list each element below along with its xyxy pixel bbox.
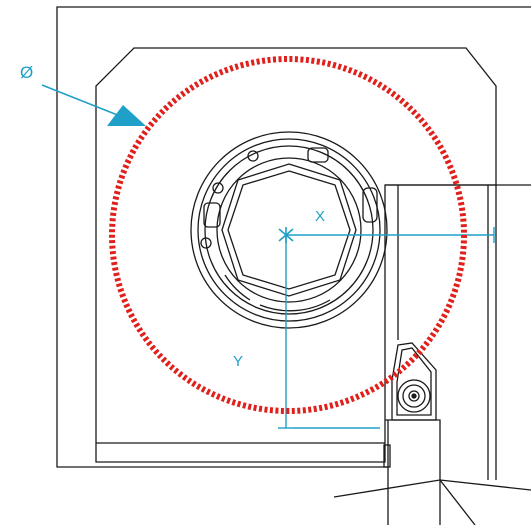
tool-holder-lower — [385, 419, 441, 470]
chuck-hole-3 — [247, 150, 259, 162]
chuck-slot-1 — [203, 202, 221, 228]
chuck-arc-2 — [259, 299, 331, 312]
x-axis-label: X — [315, 208, 325, 225]
diameter-arrowhead — [107, 105, 146, 126]
chuck-ring-3 — [204, 145, 374, 315]
chuck-assembly — [190, 131, 388, 329]
machine-frame — [56, 6, 531, 468]
chuck-arc-1 — [224, 274, 251, 301]
tool-holder-angled-edge-2 — [439, 479, 476, 526]
dimension-lines — [278, 227, 495, 429]
tool-clamp-mid — [402, 384, 426, 408]
tool-insert-inner — [396, 347, 432, 416]
diameter-label: Ø — [20, 63, 33, 82]
crosshair-icon — [278, 227, 294, 243]
tool-clamp-outer — [397, 379, 431, 413]
chuck-hole-2 — [212, 182, 224, 194]
arrow-icon — [41, 84, 146, 126]
chuck-hole-1 — [200, 237, 212, 249]
tool-holder-angled-edge — [333, 479, 531, 498]
chuck-bore-hexagon-outer — [221, 163, 357, 297]
chuck-bore-hexagon-inner — [227, 170, 351, 290]
tool-clamp-pin — [411, 393, 417, 399]
chuck-slot-3 — [362, 187, 378, 223]
chuck-ring-4 — [216, 157, 362, 303]
chuck-slot-2 — [307, 147, 329, 163]
chuck-outer-ring — [190, 131, 388, 329]
outer-frame-outline — [56, 6, 531, 468]
tool-holder-block — [333, 184, 531, 526]
chuck-ring-2 — [197, 138, 381, 322]
diameter-leader-line — [41, 84, 121, 117]
workpiece-diameter-circle — [109, 56, 467, 414]
tool-clamp-inner — [408, 390, 420, 402]
base-tab — [383, 444, 391, 468]
y-axis-label: Y — [233, 353, 243, 370]
